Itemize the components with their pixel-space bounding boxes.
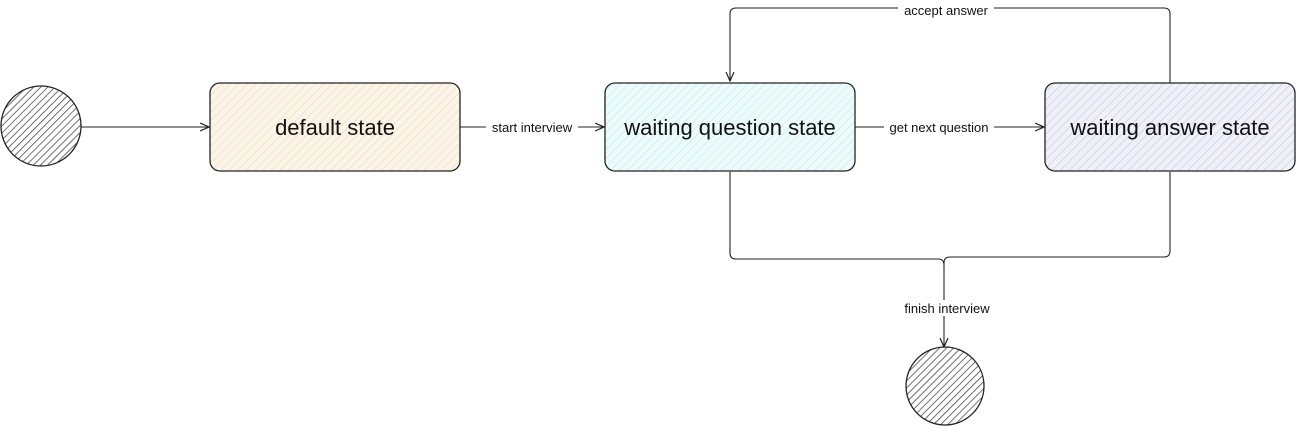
waiting-question-state-node: waiting question state <box>604 82 856 172</box>
initial-state-node <box>0 85 82 167</box>
waiting-answer-state-node: waiting answer state <box>1044 82 1296 172</box>
accept-answer-arrow <box>730 7 1171 83</box>
final-state-node <box>905 346 985 426</box>
start-interview-label: start interview <box>492 120 573 135</box>
finish-interview-label: finish interview <box>904 301 990 316</box>
default-state-label: default state <box>275 115 395 140</box>
finish-from-answer-line <box>943 172 1171 264</box>
waiting-question-state-label: waiting question state <box>623 115 836 140</box>
default-state-node: default state <box>209 82 461 172</box>
waiting-answer-state-label: waiting answer state <box>1069 115 1269 140</box>
accept-answer-label: accept answer <box>904 3 988 18</box>
get-next-question-label: get next question <box>889 120 988 135</box>
finish-from-question-line <box>729 172 945 266</box>
